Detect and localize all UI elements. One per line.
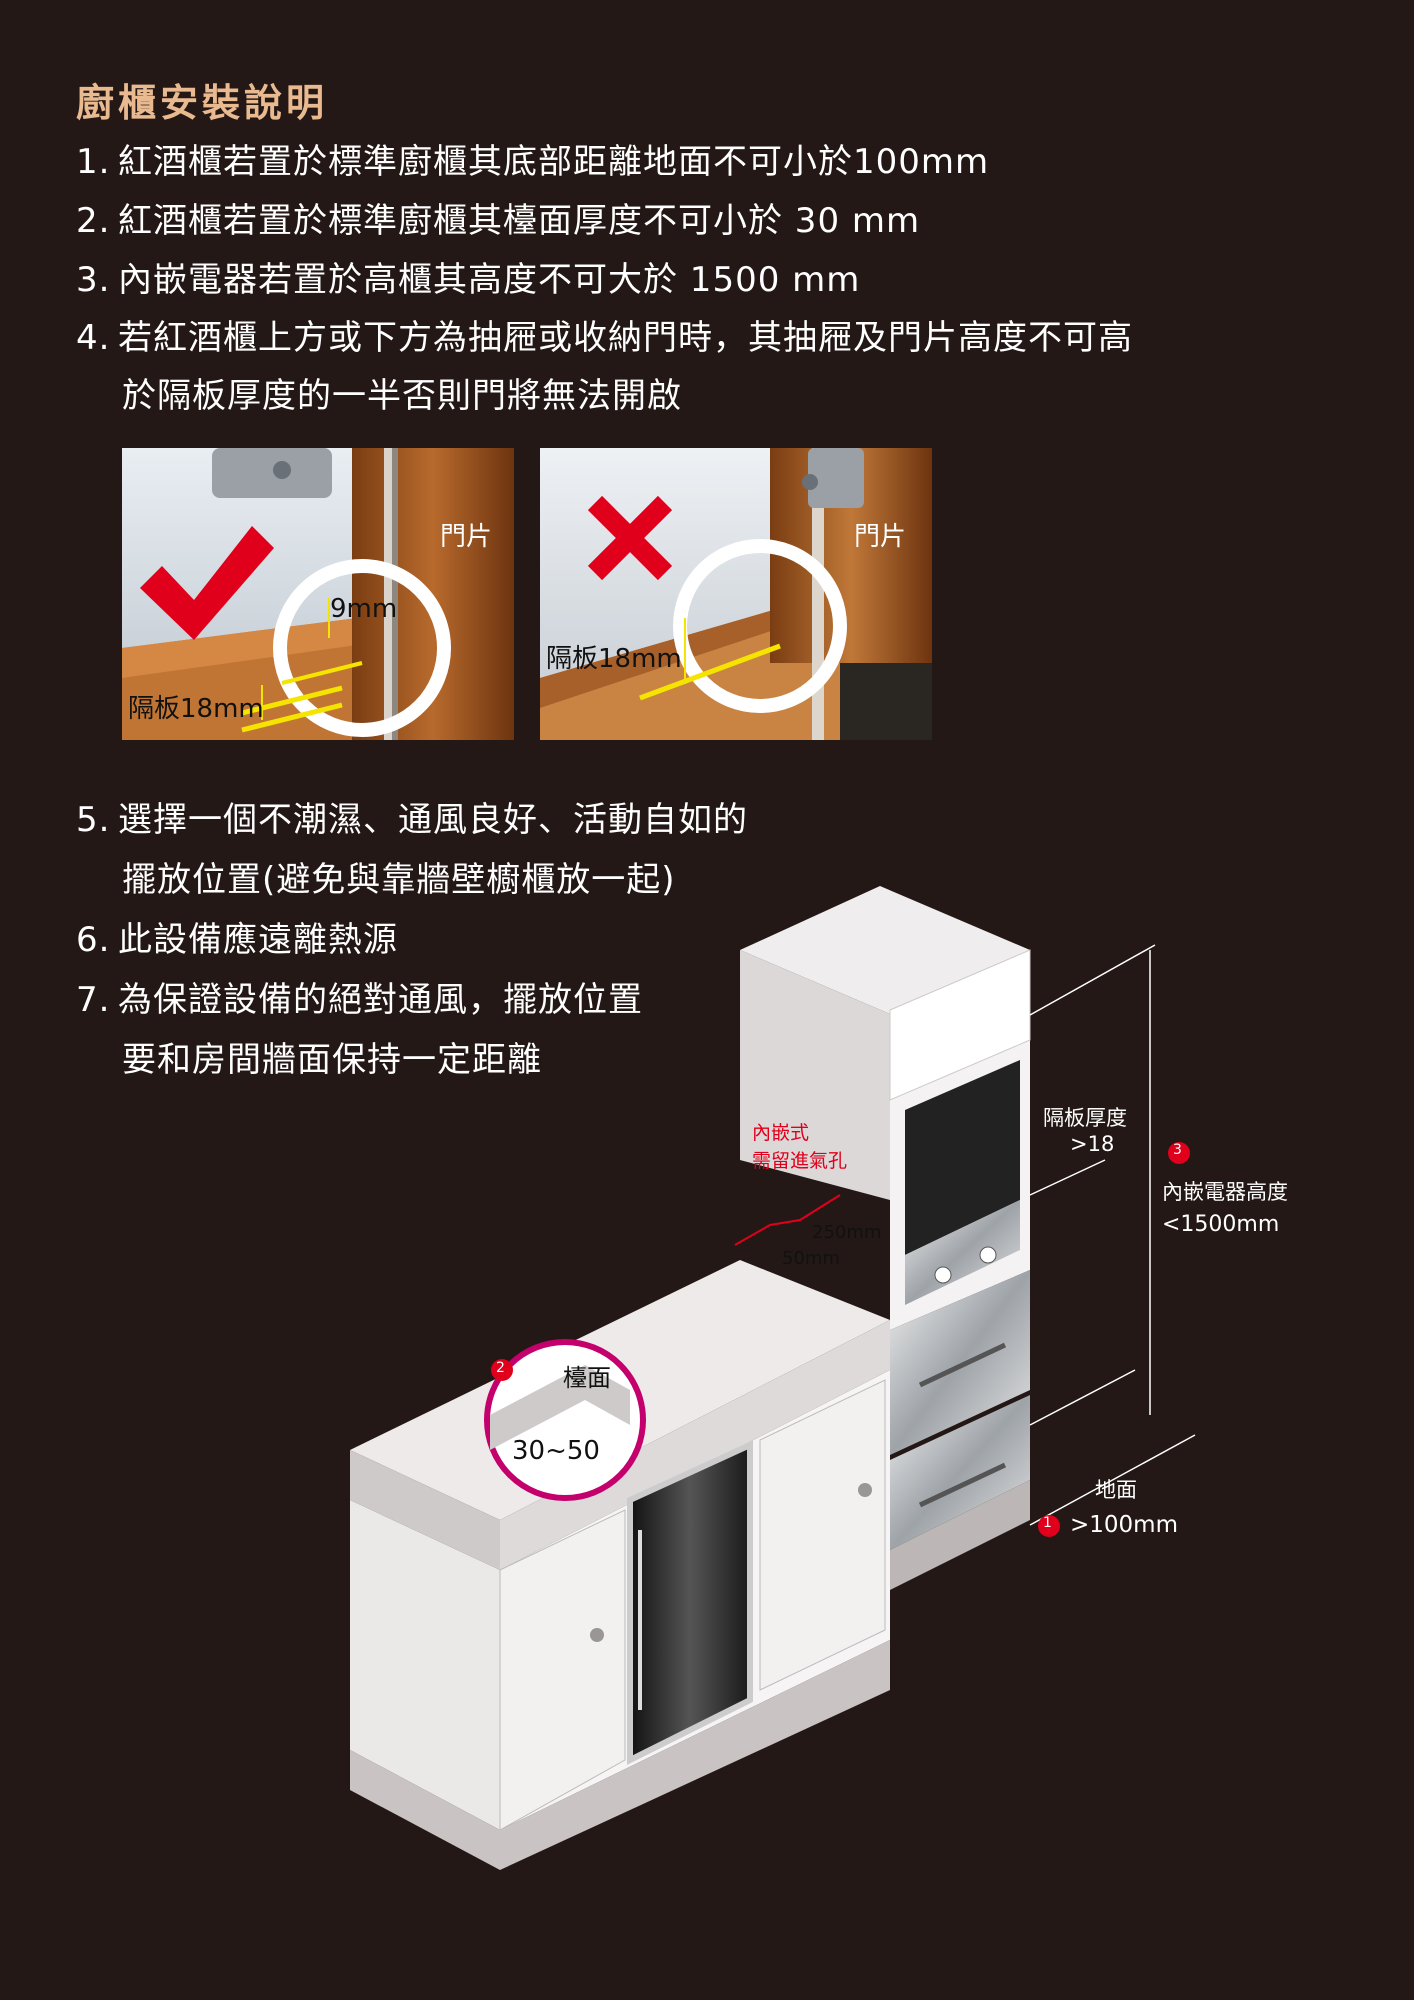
- marker-2-icon: [491, 1359, 513, 1381]
- page-title: 廚櫃安裝說明: [76, 81, 329, 125]
- marker-3: 3: [1173, 1142, 1182, 1158]
- vent-depth: 250mm: [812, 1222, 882, 1243]
- appliance-height-value: <1500mm: [1162, 1212, 1280, 1237]
- shelf-thickness-value: >18: [1070, 1132, 1115, 1156]
- rule-7: 7.為保證設備的絕對通風，擺放位置 要和房間牆面保持一定距離: [76, 980, 643, 1080]
- rule-3: 3.內嵌電器若置於高櫃其高度不可大於 1500 mm: [76, 260, 861, 300]
- cross-icon: [587, 495, 673, 581]
- marker-2: 2: [496, 1360, 505, 1376]
- check-icon: [140, 526, 274, 640]
- vent-note-line2: 需留進氣孔: [752, 1150, 848, 1172]
- shelf-label: 隔板18mm: [546, 644, 682, 674]
- floor-label: 地面: [1095, 1478, 1137, 1502]
- gap-label: 9mm: [330, 594, 398, 624]
- vent-gap: 50mm: [782, 1248, 840, 1269]
- rule-6: 6.此設備應遠離熱源: [76, 920, 398, 960]
- marker-1-icon: [1038, 1515, 1060, 1537]
- door-label: 門片: [440, 522, 493, 552]
- rule-4: 4.若紅酒櫃上方或下方為抽屜或收納門時，其抽屜及門片高度不可高 於隔板厚度的一半…: [76, 318, 1133, 416]
- marker-3-icon: [1168, 1142, 1190, 1164]
- door-label: 門片: [854, 522, 907, 552]
- photo-wrong: 門片 隔板18mm: [540, 448, 932, 740]
- cabinet-diagram: 內嵌式 需留進氣孔 250mm 50mm 隔板厚度 >18 3 內嵌電器高度 <…: [340, 870, 1340, 1870]
- floor-value: >100mm: [1070, 1512, 1178, 1538]
- photo-correct: 門片 9mm 隔板18mm: [122, 448, 514, 740]
- rule-2: 2.紅酒櫃若置於標準廚櫃其檯面厚度不可小於 30 mm: [76, 201, 921, 241]
- counter-value: 30~50: [512, 1436, 600, 1466]
- marker-1: 1: [1043, 1515, 1052, 1531]
- shelf-label: 隔板18mm: [128, 694, 264, 724]
- rule-5: 5.選擇一個不潮濕、通風良好、活動自如的 擺放位置(避免與靠牆壁櫥櫃放一起): [76, 800, 748, 900]
- rule-1: 1.紅酒櫃若置於標準廚櫃其底部距離地面不可小於100mm: [76, 142, 990, 182]
- appliance-height-label: 內嵌電器高度: [1162, 1180, 1288, 1204]
- counter-label: 檯面: [563, 1364, 611, 1392]
- shelf-thickness-label: 隔板厚度: [1043, 1106, 1127, 1130]
- vent-note-line1: 內嵌式: [752, 1122, 810, 1144]
